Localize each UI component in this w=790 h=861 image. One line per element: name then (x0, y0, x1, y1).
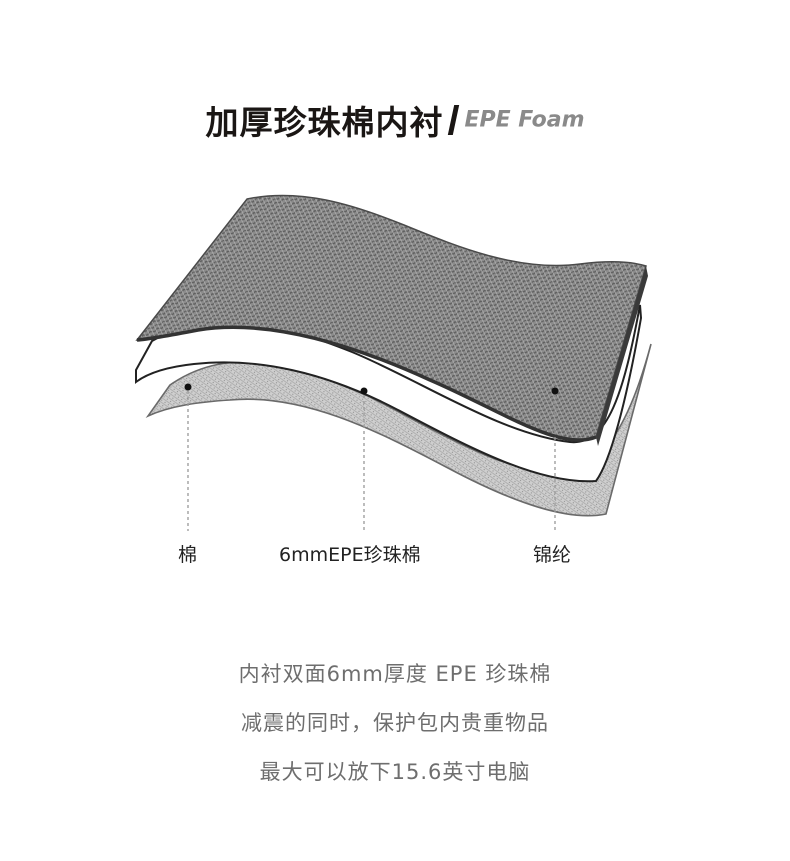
label-cotton: 棉 (178, 544, 198, 566)
title-main: 加厚珍珠棉内衬 (205, 103, 444, 142)
description-line-1: 内衬双面6mm厚度 EPE 珍珠棉 (238, 662, 552, 686)
label-nylon: 锦纶 (533, 544, 572, 566)
description-line-2: 减震的同时，保护包内贵重物品 (241, 711, 549, 735)
pointer-epe (360, 387, 368, 531)
label-epe: 6mmEPE珍珠棉 (279, 544, 421, 566)
page-title: 加厚珍珠棉内衬 EPE Foam (0, 96, 790, 144)
pointer-cotton (184, 383, 192, 531)
nylon-layer (135, 194, 648, 446)
title-subtitle: EPE Foam (464, 107, 585, 133)
description-line-3: 最大可以放下15.6英寸电脑 (259, 760, 531, 784)
epe-foam-layer (135, 304, 643, 483)
pointer-nylon (551, 387, 559, 531)
